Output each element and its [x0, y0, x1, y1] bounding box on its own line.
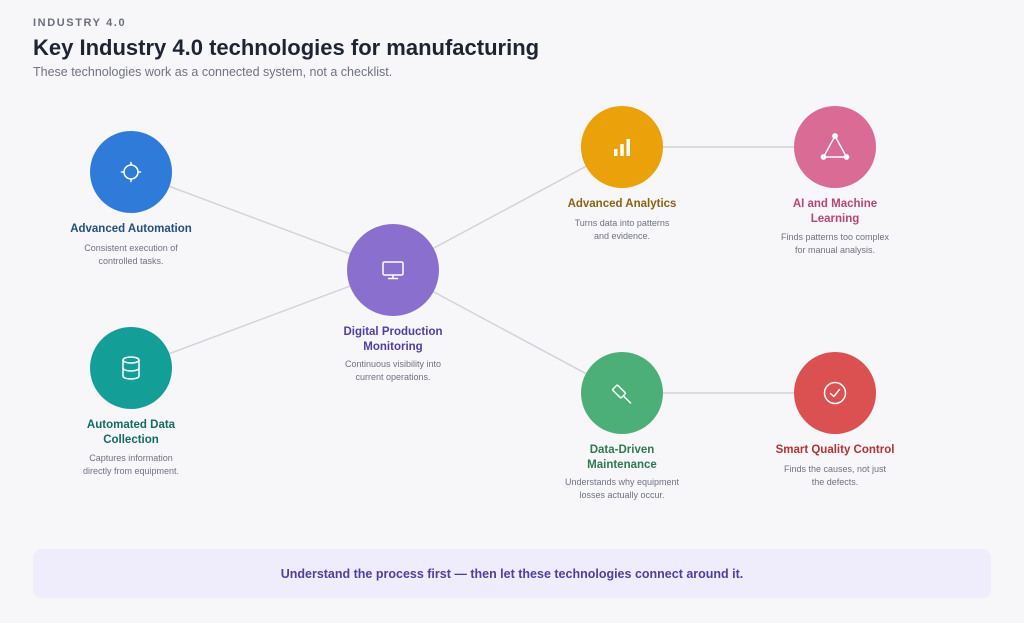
collection-desc: Captures information directly from equip… — [82, 453, 180, 476]
database-icon — [122, 356, 140, 380]
automation-label: Advanced Automation — [70, 223, 192, 235]
bar-chart-icon — [614, 139, 630, 156]
wrench-icon — [611, 384, 632, 404]
collection-label: Automated Data Collection — [86, 419, 176, 446]
automation-circle — [90, 131, 172, 213]
quality-desc: Finds the causes, not just the defects. — [783, 464, 887, 487]
analytics-desc: Turns data into patterns and evidence. — [574, 218, 670, 241]
monitoring-circle — [347, 224, 439, 316]
check-circle-icon — [823, 381, 847, 405]
ai-desc: Finds patterns too complex for manual an… — [780, 232, 890, 255]
analytics-circle — [581, 106, 663, 188]
maintenance-circle — [581, 352, 663, 434]
quality-label: Smart Quality Control — [775, 444, 895, 456]
crosshair-icon — [120, 161, 142, 183]
analytics-label: Advanced Analytics — [567, 198, 677, 210]
maintenance-desc: Understands why equipment losses actuall… — [564, 477, 680, 500]
eyebrow-label: INDUSTRY 4.0 — [33, 17, 127, 29]
ai-label: AI and Machine Learning — [792, 198, 878, 225]
key-takeaway-banner: Understand the process first — then let … — [33, 549, 991, 598]
ai-circle — [794, 106, 876, 188]
monitoring-label: Digital Production Monitoring — [343, 326, 443, 353]
monitoring-desc: Continuous visibility into current opera… — [344, 359, 442, 382]
automation-desc: Consistent execution of controlled tasks… — [84, 243, 178, 266]
quality-circle — [794, 352, 876, 434]
network-triangle-icon — [820, 133, 850, 160]
page-subtitle: These technologies work as a connected s… — [33, 65, 393, 79]
collection-circle — [90, 327, 172, 409]
monitor-icon — [382, 261, 404, 280]
maintenance-label: Data-Driven Maintenance — [587, 444, 657, 471]
banner-text: Understand the process first — then let … — [280, 566, 744, 581]
page-title: Key Industry 4.0 technologies for manufa… — [33, 35, 540, 60]
